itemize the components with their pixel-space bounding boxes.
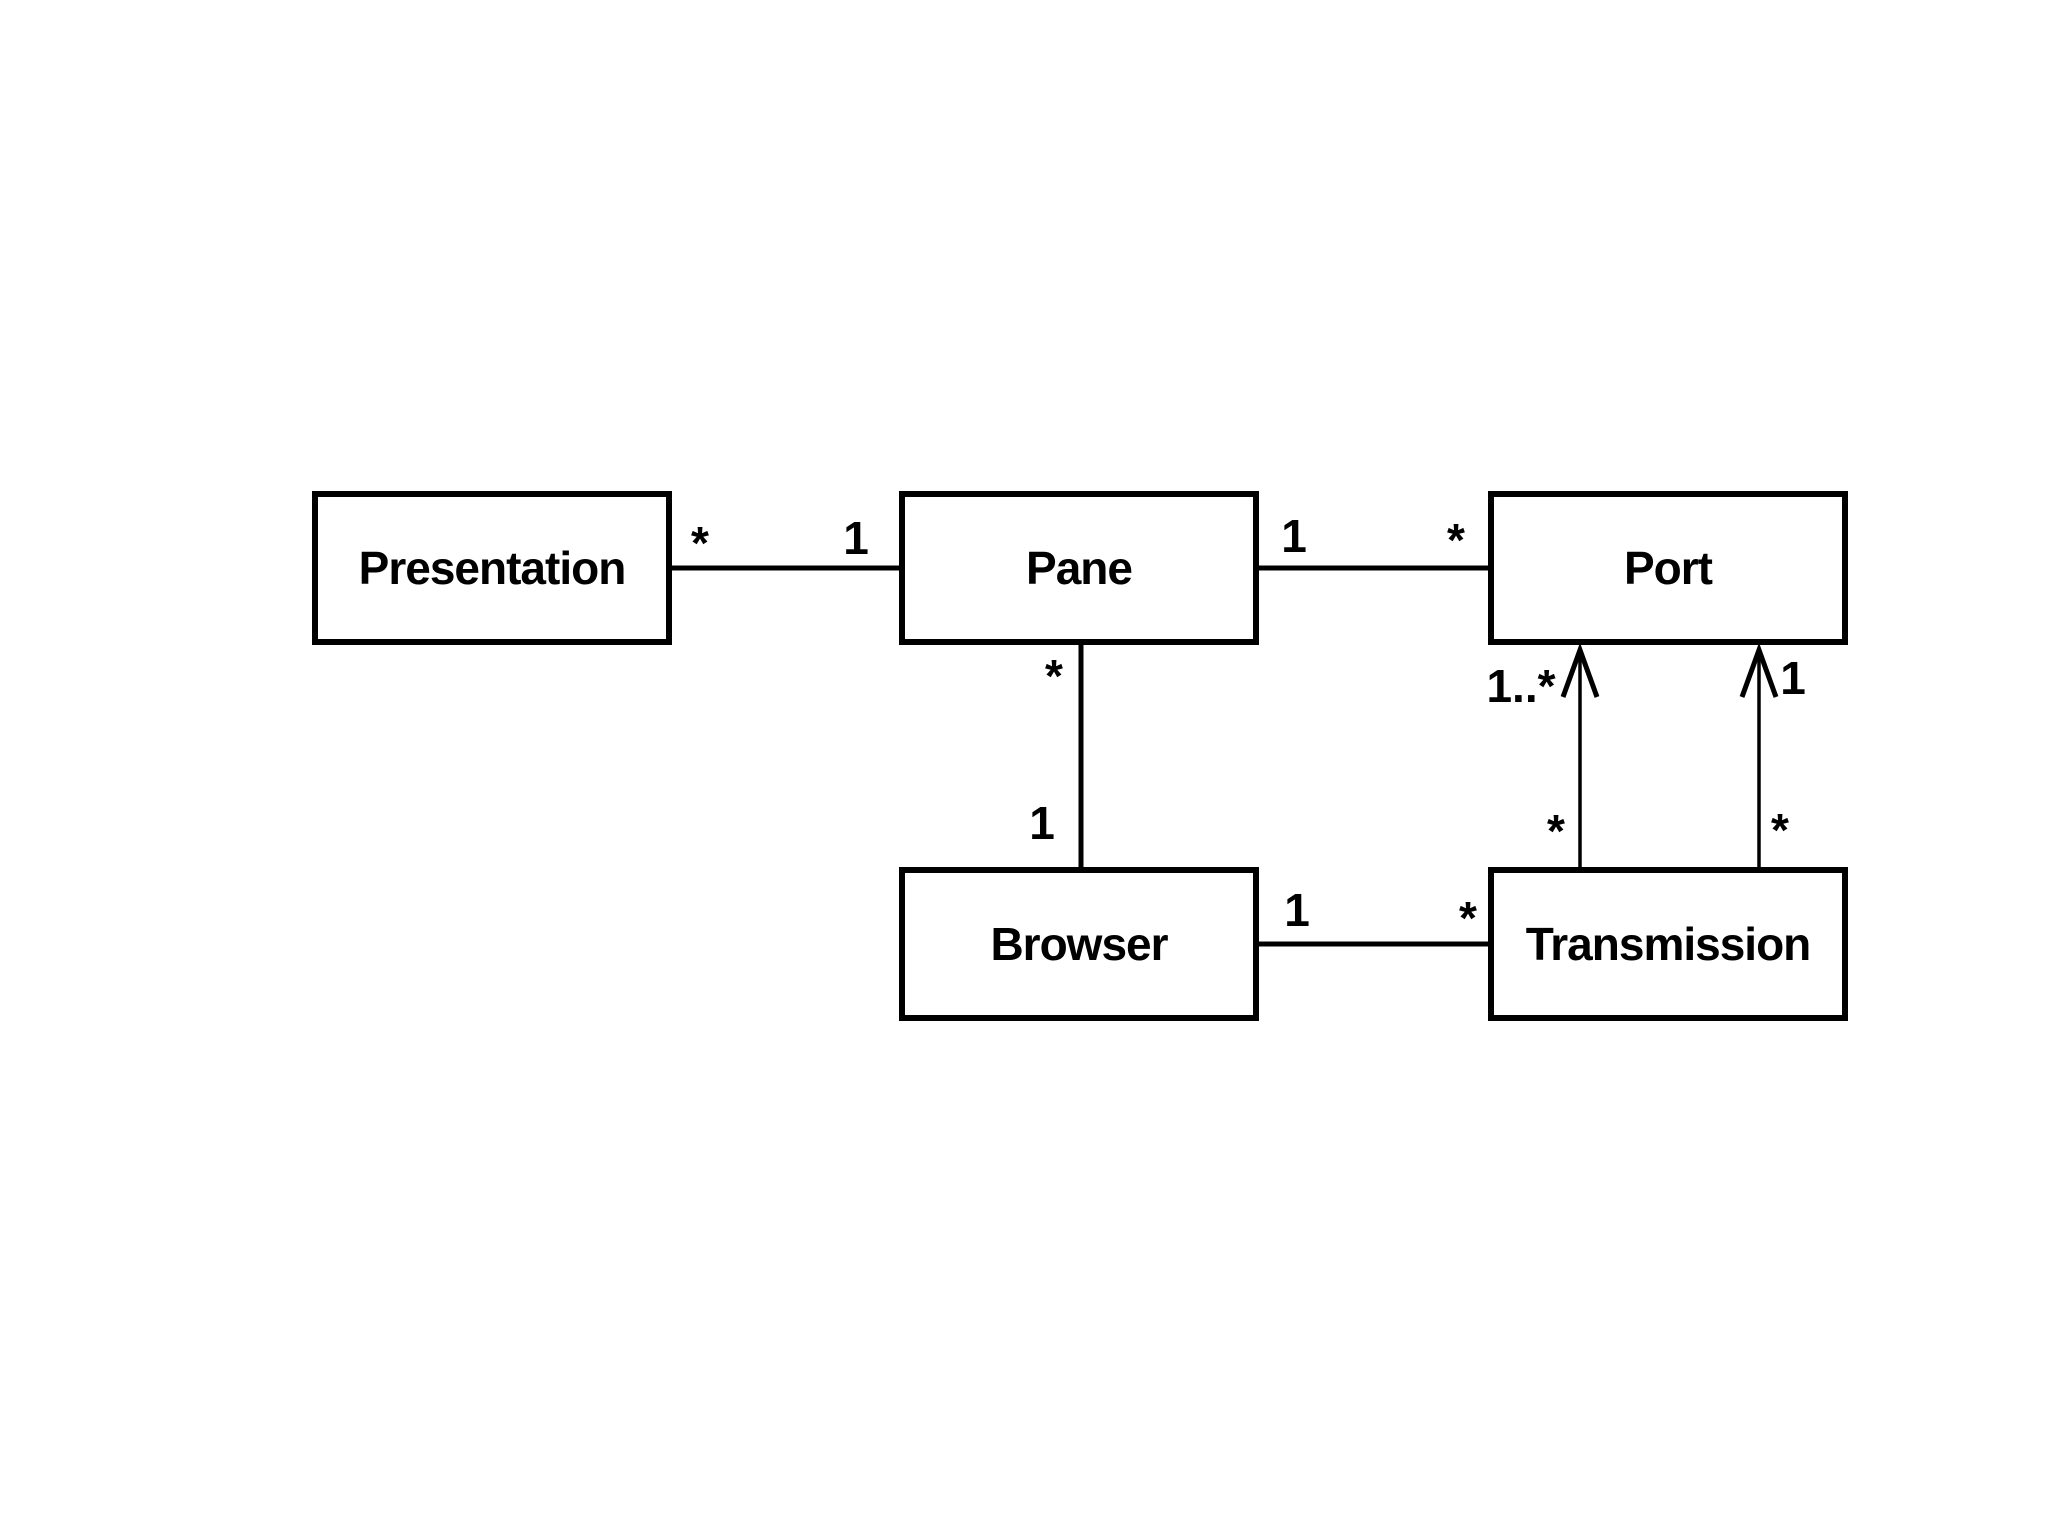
multiplicity-pane-browser-near-pane: * (1045, 650, 1063, 702)
multiplicity-transmission-port-right-near-transmission: * (1771, 804, 1789, 856)
class-label-presentation: Presentation (358, 542, 627, 594)
multiplicity-transmission-port-right-near-port: 1 (1780, 652, 1806, 704)
class-box-browser: Browser (899, 867, 1259, 1021)
class-label-port: Port (1624, 542, 1713, 594)
class-box-pane: Pane (899, 491, 1259, 645)
dependency-arrow-transmission-port-left (1560, 642, 1600, 869)
class-box-presentation: Presentation (312, 491, 672, 645)
class-box-port: Port (1488, 491, 1848, 645)
multiplicity-transmission-port-left-near-port: 1..* (1486, 660, 1556, 712)
multiplicity-pane-port-near-port: * (1447, 514, 1465, 566)
multiplicity-presentation-pane-near-pane: 1 (843, 512, 869, 564)
dependency-arrow-transmission-port-right (1739, 642, 1779, 869)
class-label-transmission: Transmission (1525, 918, 1812, 970)
multiplicity-transmission-port-left-near-transmission: * (1547, 805, 1565, 857)
multiplicity-browser-transmission-near-transmission: * (1459, 892, 1477, 944)
multiplicity-pane-port-near-pane: 1 (1281, 510, 1307, 562)
multiplicity-browser-transmission-near-browser: 1 (1284, 884, 1310, 936)
multiplicity-presentation-pane-near-presentation: * (691, 517, 709, 569)
class-label-pane: Pane (1026, 542, 1133, 594)
class-box-transmission: Transmission (1488, 867, 1848, 1021)
class-label-browser: Browser (990, 918, 1168, 970)
multiplicity-pane-browser-near-browser: 1 (1029, 797, 1055, 849)
